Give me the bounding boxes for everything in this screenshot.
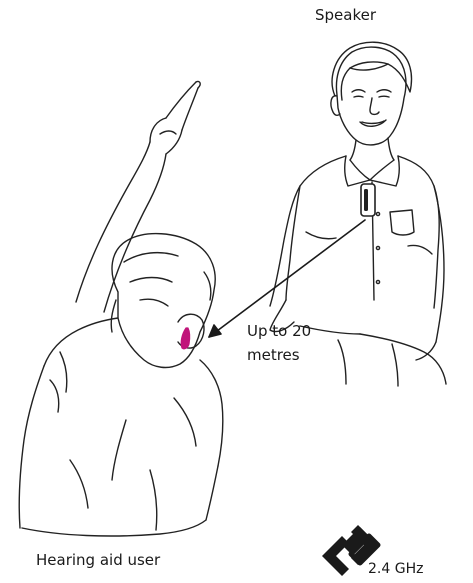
hearing-aid-user-label: Hearing aid user	[36, 551, 160, 569]
hearing-aid-icon	[181, 328, 189, 349]
distance-label-line2: metres	[247, 343, 311, 367]
listener-figure	[19, 81, 223, 536]
frequency-label: 2.4 GHz	[368, 561, 423, 577]
distance-label: Up to 20 metres	[247, 319, 311, 367]
speaker-label: Speaker	[315, 6, 376, 24]
clip-on-microphone-icon	[361, 184, 375, 216]
distance-label-line1: Up to 20	[247, 319, 311, 343]
